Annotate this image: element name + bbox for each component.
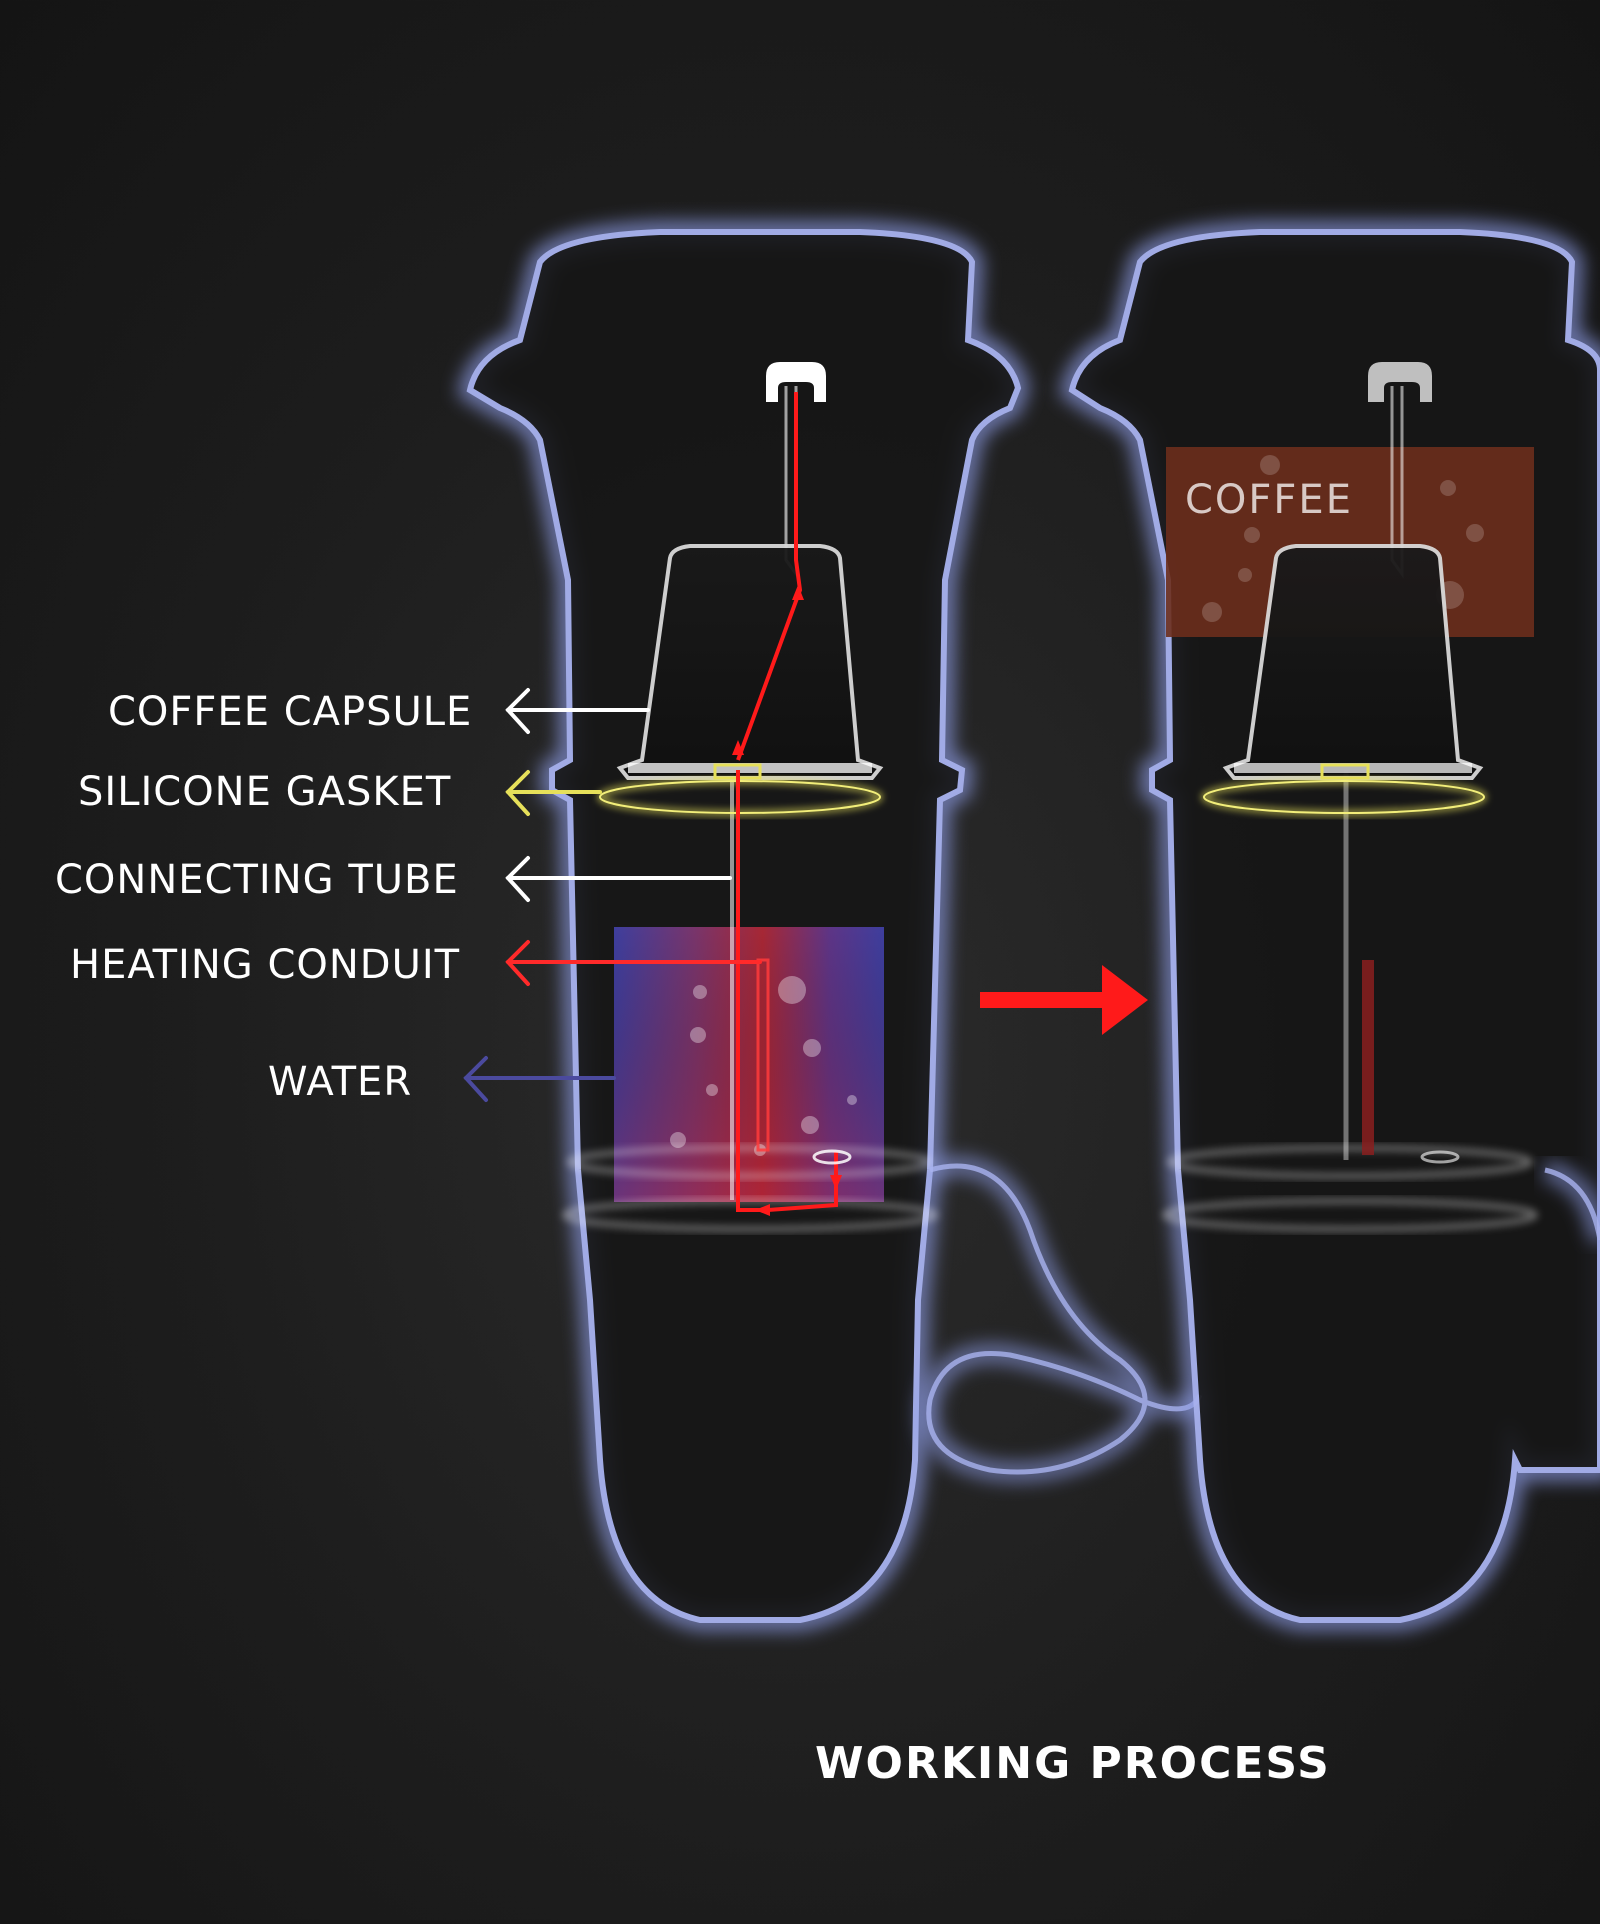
needle-cap: [766, 362, 826, 402]
leader-lines: [463, 688, 762, 1102]
right-body-seam: [1162, 1198, 1538, 1232]
coffee-capsule: [616, 544, 884, 780]
left-power-cable: [918, 1156, 1210, 1482]
label-silicone-gasket: SILICONE GASKET: [78, 769, 452, 815]
right-water-inlet: [1420, 1150, 1460, 1164]
process-arrow: [980, 965, 1148, 1035]
tube-leader: [505, 856, 732, 902]
gasket-leader: [505, 770, 602, 816]
label-connecting-tube: CONNECTING TUBE: [55, 857, 459, 903]
label-water: WATER: [268, 1059, 413, 1105]
water-bubbles: [670, 976, 857, 1156]
flow-arrows: [732, 585, 842, 1216]
heating-leader: [505, 940, 762, 986]
capsule-leader: [505, 688, 650, 734]
water-leader: [463, 1056, 616, 1102]
page-title: WORKING PROCESS: [815, 1738, 1331, 1789]
gasket-fitting: [713, 763, 762, 780]
left-bottle-outline: [466, 229, 1022, 1623]
water-inlet: [812, 1149, 852, 1165]
heating-conduit: [756, 958, 770, 1152]
left-bottle: [457, 221, 1210, 1631]
right-water-line: [1167, 1145, 1533, 1179]
label-heating-conduit: HEATING CONDUIT: [70, 942, 461, 988]
right-coffee-capsule: [1222, 544, 1484, 780]
label-coffee-capsule: COFFEE CAPSULE: [108, 689, 473, 735]
right-needle-cap: [1368, 362, 1432, 402]
right-bottle: [1059, 221, 1600, 1631]
right-heating-conduit: [1362, 960, 1374, 1155]
coffee-bubbles: [1202, 455, 1484, 622]
label-coffee: COFFEE: [1185, 477, 1353, 523]
left-body-seam: [562, 1198, 938, 1232]
